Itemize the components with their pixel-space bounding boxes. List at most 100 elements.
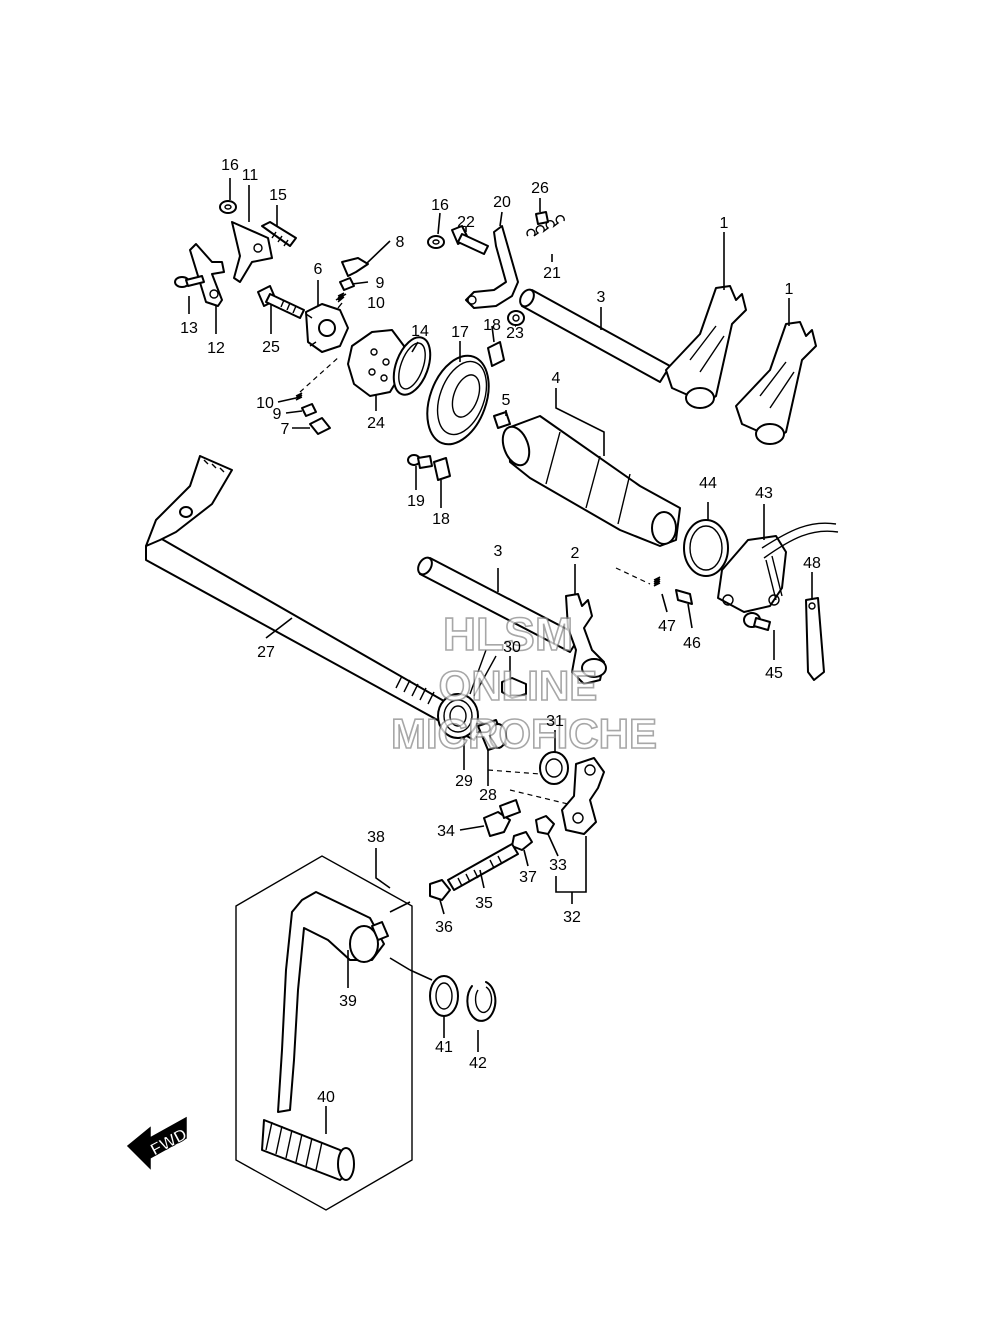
part-18-pin-lower: [433, 457, 451, 481]
callout-9: 9: [376, 275, 385, 292]
leader-lines: [188, 178, 813, 1134]
callout-15: 15: [269, 187, 287, 204]
part-1-shift-fork-b: [735, 321, 817, 445]
part-15-bolt: [261, 221, 297, 247]
callout-9-lower: 9: [273, 406, 282, 423]
part-6-gearshift-cam-stopper: [305, 302, 349, 353]
callout-33: 33: [549, 857, 567, 874]
callout-16-center: 16: [431, 197, 449, 214]
part-33-nut: [535, 815, 555, 835]
callout-45: 45: [765, 665, 783, 682]
callout-17: 17: [451, 324, 469, 341]
callout-23: 23: [506, 325, 524, 342]
part-8-pawl: [341, 257, 369, 277]
callout-3-lower: 3: [494, 543, 503, 560]
part-1-shift-fork-a: [665, 285, 747, 409]
part-10-spring-lower: [295, 392, 303, 401]
callout-44: 44: [699, 475, 717, 492]
part-46-pin: [675, 589, 693, 605]
part-28-collar: [477, 719, 507, 751]
part-16-washer: [219, 200, 237, 214]
callout-47: 47: [658, 618, 676, 635]
callout-39: 39: [339, 993, 357, 1010]
part-13-screw: [174, 275, 205, 288]
callout-11: 11: [242, 167, 259, 184]
callout-1-left: 1: [720, 215, 729, 232]
part-31-oil-seal: [539, 751, 569, 785]
part-36-nut: [429, 879, 451, 901]
part-14-o-ring: [392, 336, 432, 396]
callout-30: 30: [503, 639, 521, 656]
part-35-rod: [447, 843, 519, 891]
part-39-bolt: [371, 921, 389, 941]
callout-31: 31: [546, 713, 564, 730]
part-27-gearshift-shaft: [145, 455, 485, 741]
fwd-arrow-icon: FWD: [126, 1116, 191, 1170]
part-2-shift-fork: [565, 593, 607, 685]
part-9-pin-lower: [301, 403, 317, 417]
part-19-bolt: [407, 454, 433, 469]
callout-26: 26: [531, 180, 549, 197]
callout-19: 19: [407, 493, 425, 510]
part-11-stopper-plate: [231, 221, 273, 283]
callout-18-lower: 18: [432, 511, 450, 528]
callout-27: 27: [257, 644, 275, 661]
part-21-spring: [526, 215, 565, 237]
part-5-pin: [493, 411, 511, 429]
part-42-circlip: [466, 981, 497, 1022]
callout-12: 12: [207, 340, 225, 357]
watermark-line-3: MICROFICHE: [391, 710, 657, 757]
callout-8: 8: [396, 234, 405, 251]
callout-4: 4: [552, 370, 561, 387]
callout-38: 38: [367, 829, 385, 846]
callout-13: 13: [180, 320, 198, 337]
callout-35: 35: [475, 895, 493, 912]
part-45-screw: [743, 612, 771, 631]
callout-14: 14: [411, 323, 429, 340]
part-23-washer: [507, 310, 525, 326]
part-30-bolt: [501, 677, 527, 699]
callout-6: 6: [314, 261, 323, 278]
watermark: HLSM ONLINE MICROFICHE: [390, 607, 658, 758]
part-40-gearshift-lever: [261, 891, 385, 1181]
part-32-gearshift-arm: [561, 757, 605, 835]
part-4-gearshift-cam: [501, 415, 681, 547]
part-3-fork-shaft-upper: [519, 288, 671, 383]
callout-48: 48: [803, 555, 821, 572]
part-26-pin: [535, 211, 549, 225]
watermark-line-1: HLSM: [443, 608, 573, 660]
part-22-bolt: [451, 225, 489, 255]
part-34-bolt: [483, 799, 521, 837]
callout-32: 32: [563, 909, 581, 926]
watermark-line-2: ONLINE: [439, 662, 598, 709]
callout-3-upper: 3: [597, 289, 606, 306]
part-48-clamp: [805, 597, 825, 681]
part-3-fork-shaft-lower: [417, 556, 581, 653]
callout-40: 40: [317, 1089, 335, 1106]
callout-2: 2: [571, 545, 580, 562]
callout-7: 7: [281, 421, 290, 438]
callout-29: 29: [455, 773, 473, 790]
part-25-bolt: [257, 285, 305, 319]
part-17-bearing: [426, 354, 490, 446]
callout-46: 46: [683, 635, 701, 652]
callout-41: 41: [435, 1039, 453, 1056]
callout-1-right: 1: [785, 281, 794, 298]
callout-37: 37: [519, 869, 537, 886]
callout-labels: 16 11 15 13 12 6 8 9 10 25 10 9 7 24 14 …: [180, 157, 821, 1106]
callout-43: 43: [755, 485, 773, 502]
callout-25: 25: [262, 339, 280, 356]
callout-20: 20: [493, 194, 511, 211]
part-47-spring: [653, 576, 661, 587]
callout-36: 36: [435, 919, 453, 936]
callout-21: 21: [543, 265, 561, 282]
part-29-return-spring: [437, 649, 497, 739]
part-44-o-ring: [683, 519, 729, 577]
part-7-pawl: [309, 417, 331, 435]
part-20-stopper-arm: [465, 225, 519, 309]
part-43-gear-position-switch: [717, 522, 839, 613]
part-16-washer-2: [427, 235, 445, 249]
callout-22: 22: [457, 214, 475, 231]
callout-28: 28: [479, 787, 497, 804]
part-18-pin-upper: [487, 341, 505, 367]
